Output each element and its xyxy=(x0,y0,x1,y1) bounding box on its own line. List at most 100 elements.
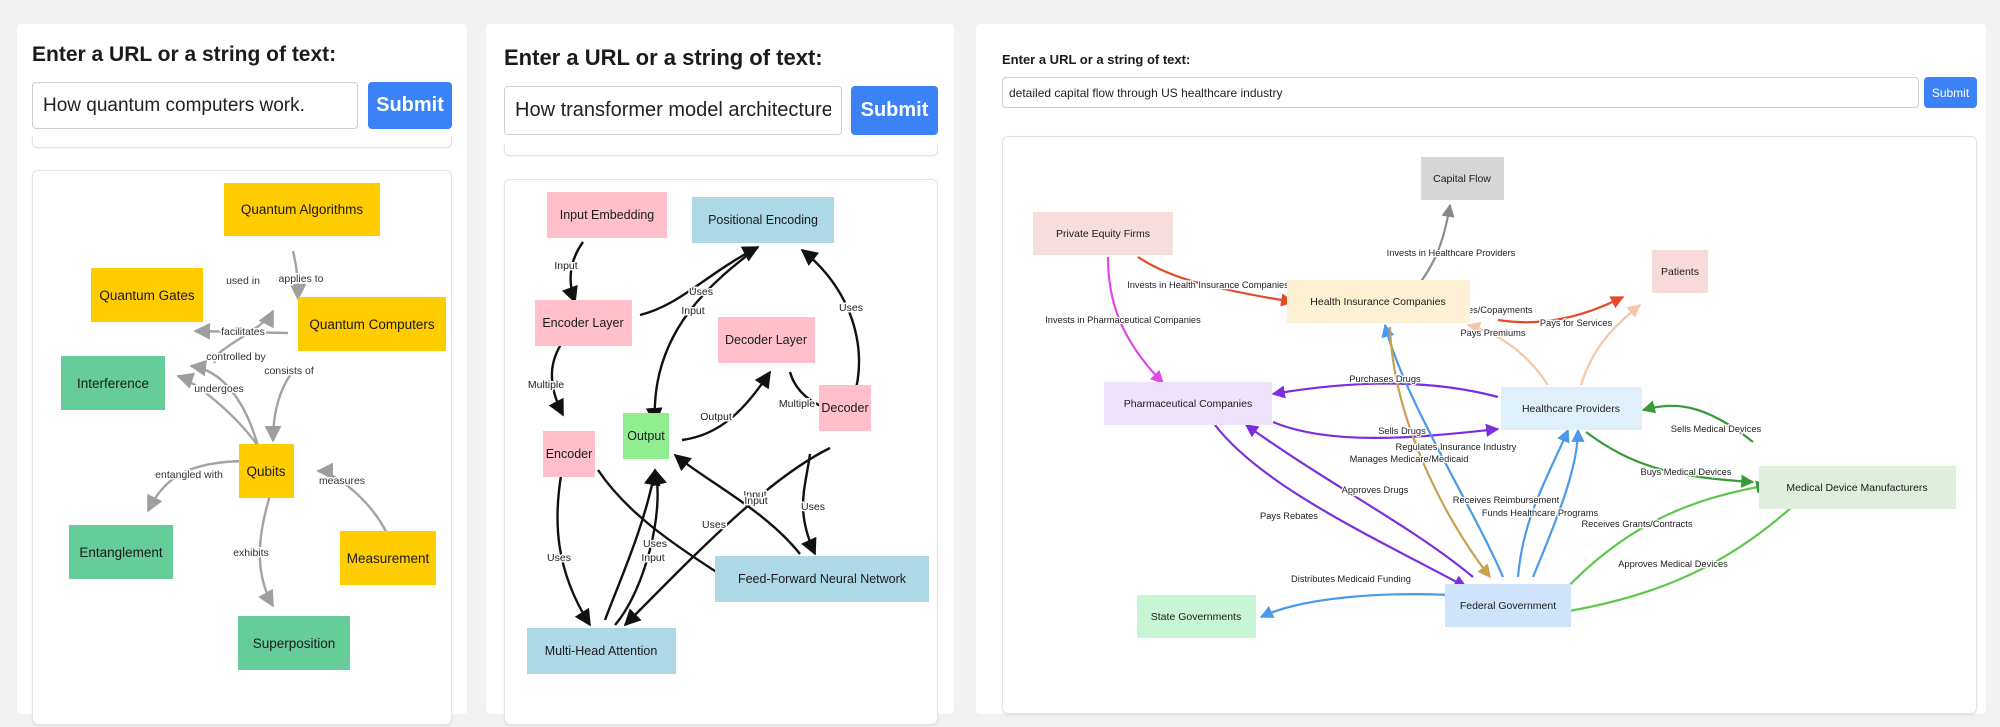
edge-label: Buys Medical Devices xyxy=(1641,467,1732,477)
edge-line xyxy=(1562,486,1814,614)
node-quantum-algorithms xyxy=(224,183,380,236)
node-label: Healthcare Providers xyxy=(1522,403,1620,415)
edge-line xyxy=(1259,593,1452,618)
graph-card: used in applies to facilitates controlle… xyxy=(32,170,452,725)
submit-button[interactable]: Submit xyxy=(851,86,938,135)
node-label: Quantum Gates xyxy=(99,288,195,303)
edge-label: Receives Grants/Contracts xyxy=(1581,519,1692,529)
edge-label: Input xyxy=(681,305,704,317)
node-label: Patients xyxy=(1661,266,1699,278)
edge-line xyxy=(1272,420,1500,439)
edge-label: consists of xyxy=(264,365,314,377)
node-measurement xyxy=(340,531,436,585)
edge-line xyxy=(556,469,592,627)
node-label: Qubits xyxy=(246,464,285,479)
node-label: Federal Government xyxy=(1460,600,1556,612)
edge-label: Input xyxy=(743,489,766,501)
node-label: Decoder xyxy=(821,401,868,415)
form-title: Enter a URL or a string of text: xyxy=(32,43,337,66)
edge-line xyxy=(639,245,760,317)
edge-line xyxy=(597,469,739,587)
node-label: Private Equity Firms xyxy=(1056,228,1150,240)
edge-label: Pays Premiums xyxy=(1460,328,1525,338)
node-decoder xyxy=(819,385,871,431)
edge-label: Receives Reimbursement xyxy=(1453,495,1560,505)
edge-label: Uses xyxy=(839,302,863,314)
knowledge-graph: Invests in Healthcare Providers Invests … xyxy=(1033,157,1956,638)
edge-line xyxy=(1641,400,1754,443)
graph-card: Input Uses Input Multiple Uses Multiple … xyxy=(504,179,938,725)
submit-button[interactable]: Submit xyxy=(368,82,452,129)
edge-line xyxy=(213,309,275,364)
edge-label: applies to xyxy=(279,273,324,285)
edge-label: Purchases Drugs xyxy=(1349,374,1421,384)
edge-label: Uses xyxy=(702,519,726,531)
edge-label: measures xyxy=(319,475,365,487)
edge-label: Manages Medicare/Medicaid xyxy=(1350,454,1469,464)
node-decoder-layer xyxy=(718,317,815,363)
url-input[interactable] xyxy=(32,82,358,129)
form-title: Enter a URL or a string of text: xyxy=(504,45,823,70)
edge-line xyxy=(316,462,390,537)
node-quantum-computers xyxy=(298,297,446,351)
edge-line xyxy=(176,372,259,447)
edge-label: Sells Medical Devices xyxy=(1671,424,1762,434)
edge-line xyxy=(561,241,584,304)
edge-line xyxy=(801,453,817,556)
node-qubits xyxy=(239,444,294,498)
url-input[interactable] xyxy=(504,86,842,135)
edge-line xyxy=(1137,256,1295,307)
edge-line xyxy=(1214,424,1468,588)
node-input-embedding xyxy=(547,192,667,238)
edge-label: Multiple xyxy=(779,398,815,410)
edge-label: controlled by xyxy=(206,351,266,363)
edge-label: exhibits xyxy=(233,547,269,559)
edge-label: Input xyxy=(554,260,577,272)
edge-label: used in xyxy=(226,275,260,287)
node-providers xyxy=(1501,387,1642,430)
edge-line xyxy=(1516,428,1570,578)
edge-label: Uses xyxy=(801,501,825,513)
edge-line xyxy=(1531,428,1585,578)
edge-label: Uses xyxy=(643,538,667,550)
node-label: Encoder Layer xyxy=(542,316,623,330)
node-label: Health Insurance Companies xyxy=(1310,296,1445,308)
edge-label: Multiple xyxy=(528,379,564,391)
node-label: Measurement xyxy=(347,551,430,566)
edge-label: Approves Medical Devices xyxy=(1618,559,1728,569)
edge-label: Sells Drugs xyxy=(1378,426,1426,436)
edge-label: Invests in Healthcare Providers xyxy=(1387,248,1516,258)
submit-button[interactable]: Submit xyxy=(1924,77,1977,108)
node-label: State Governments xyxy=(1151,611,1241,623)
edge-line xyxy=(1388,326,1491,579)
node-superposition xyxy=(238,616,350,670)
edge-line xyxy=(1271,382,1499,399)
edge-label: facilitates xyxy=(221,326,265,338)
node-encoder-layer xyxy=(535,300,632,346)
node-state-gov xyxy=(1137,595,1256,638)
edge-line xyxy=(1497,296,1625,324)
form-title: Enter a URL or a string of text: xyxy=(1002,52,1191,67)
edge-line xyxy=(623,446,831,627)
node-health-insurance xyxy=(1287,280,1470,323)
edge-label: Output xyxy=(700,411,732,423)
knowledge-graph: used in applies to facilitates controlle… xyxy=(61,183,446,670)
node-label: Decoder Layer xyxy=(725,333,807,347)
node-federal-gov xyxy=(1445,584,1571,627)
node-label: Feed-Forward Neural Network xyxy=(738,572,907,586)
node-label: Quantum Computers xyxy=(309,317,435,332)
edge-label: entangled with xyxy=(155,469,223,481)
node-label: Multi-Head Attention xyxy=(545,644,658,658)
panel-transformer: Enter a URL or a string of text: Submit xyxy=(486,24,954,725)
url-input[interactable] xyxy=(1002,77,1919,108)
edge-line xyxy=(1106,256,1164,384)
edge-label: Uses xyxy=(547,552,571,564)
node-encoder xyxy=(543,431,595,477)
edge-label: Funds Healthcare Programs xyxy=(1482,508,1599,518)
edge-line xyxy=(289,250,307,301)
edge-label: Pays for Services xyxy=(1540,318,1613,328)
edge-line xyxy=(603,468,661,621)
node-label: Output xyxy=(627,429,665,443)
node-label: Interference xyxy=(77,376,149,391)
edge-line xyxy=(193,322,289,340)
